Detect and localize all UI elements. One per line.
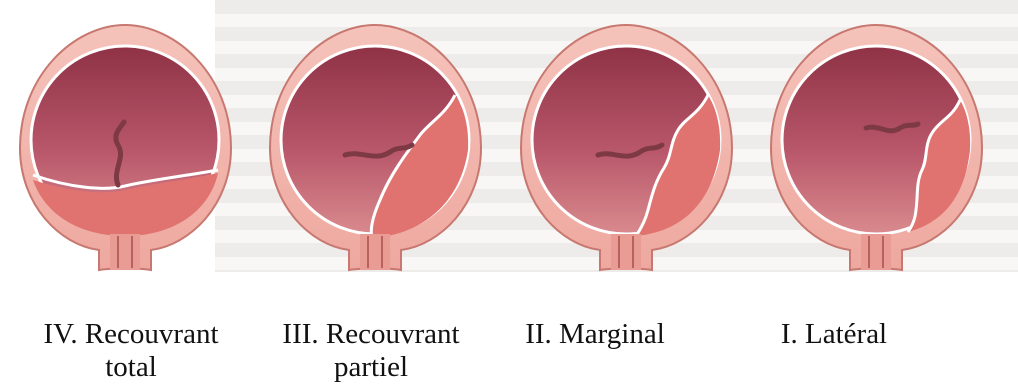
uterus-diagrams xyxy=(0,0,1018,300)
caption-total: IV. Recouvrant total xyxy=(16,318,246,384)
caption-marginal: II. Marginal xyxy=(480,318,710,351)
caption-partial: III. Recouvrant partiel xyxy=(256,318,486,384)
uterus-diagram-lateral xyxy=(771,25,982,270)
uterus-diagram-partial xyxy=(270,25,481,270)
uterus-diagram-total xyxy=(20,25,231,270)
caption-lateral: I. Latéral xyxy=(744,318,924,351)
uterus-diagram-marginal xyxy=(521,25,732,270)
